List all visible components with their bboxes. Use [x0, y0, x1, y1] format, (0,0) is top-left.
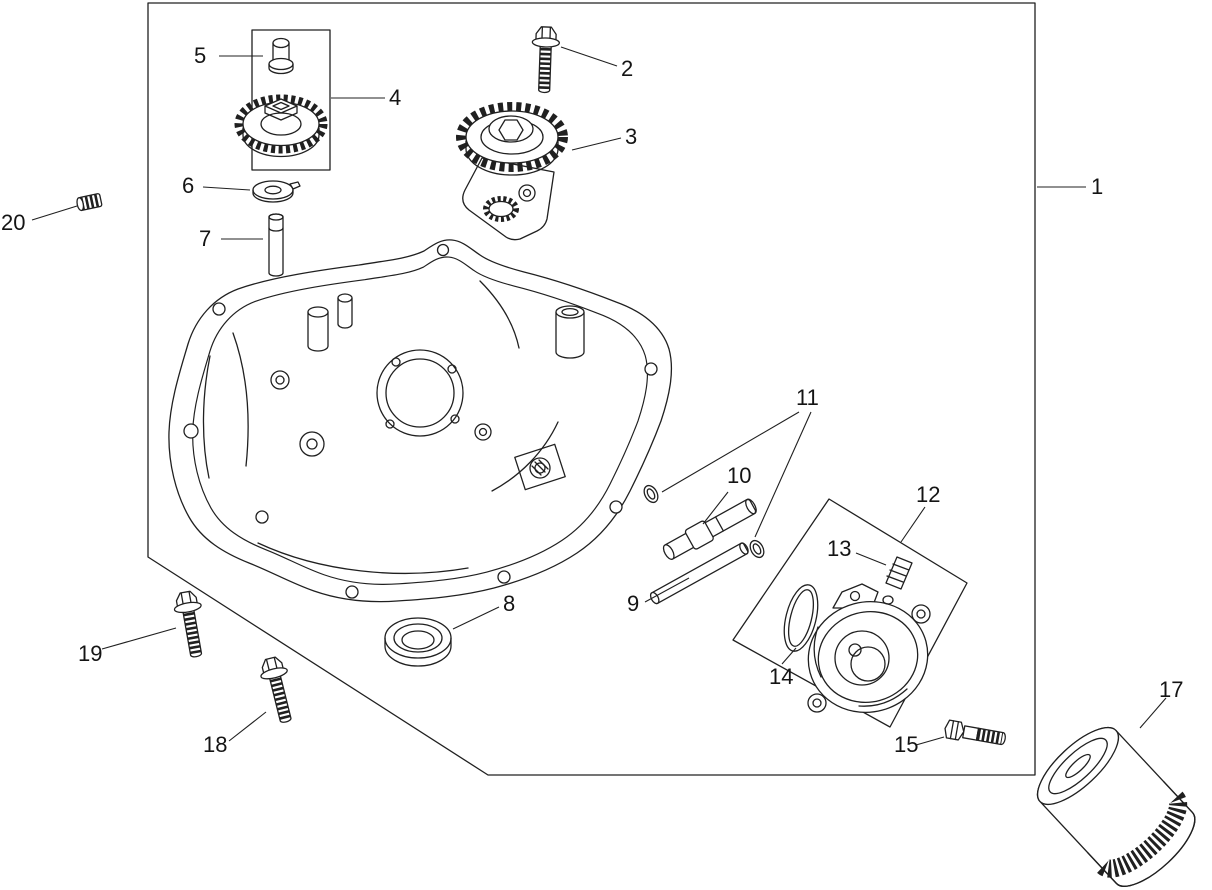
- callout-2-label: 2: [621, 56, 634, 81]
- part-13-spring-drawing: [885, 556, 913, 590]
- callout-13-label: 13: [827, 536, 852, 561]
- oil-pump-drawing: [807, 583, 931, 713]
- part-19-bolt-drawing: [172, 590, 210, 659]
- part-18-bolt-drawing: [257, 655, 299, 725]
- callout-9-label: 9: [627, 591, 640, 616]
- part-3-gear-assembly-drawing: [456, 102, 568, 241]
- callout-6-label: 6: [182, 173, 195, 198]
- oil-pan-drawing: [168, 239, 673, 603]
- part-10-tube-drawing: [662, 498, 757, 560]
- part-12-group-box: [732, 498, 968, 728]
- part-2-bolt-drawing: [531, 27, 560, 93]
- callout-10-label: 10: [727, 463, 752, 488]
- part-15-bolt-drawing: [944, 719, 1006, 746]
- callout-12-label: 12: [916, 482, 941, 507]
- part-11-orings-drawing: [643, 484, 765, 559]
- callout-18-label: 18: [203, 732, 228, 757]
- part-8-seal-drawing: [384, 617, 452, 667]
- callout-19-label: 19: [78, 641, 103, 666]
- assembly-border: [147, 2, 1036, 776]
- part-6-washer-drawing: [252, 180, 301, 203]
- callout-3-label: 3: [625, 124, 638, 149]
- callout-8-label: 8: [503, 591, 516, 616]
- callout-5-label: 5: [194, 43, 207, 68]
- part-4-gear-drawing: [234, 94, 328, 158]
- part-17-oil-filter-drawing: [1036, 726, 1196, 887]
- part-5-plug-drawing: [268, 37, 294, 75]
- part-20-plug-drawing: [76, 193, 103, 212]
- callout-4-label: 4: [389, 85, 402, 110]
- callout-20-label: 20: [1, 210, 26, 235]
- part-7-pin-drawing: [268, 213, 284, 277]
- callout-1-label: 1: [1091, 174, 1104, 199]
- callout-7-label: 7: [199, 226, 212, 251]
- callout-11-label: 11: [796, 385, 819, 410]
- callout-15-label: 15: [894, 732, 919, 757]
- callout-14-label: 14: [769, 664, 794, 689]
- callout-leader-lines: [31, 46, 1167, 746]
- part-4-group-box: [251, 29, 331, 171]
- callout-17-label: 17: [1159, 677, 1184, 702]
